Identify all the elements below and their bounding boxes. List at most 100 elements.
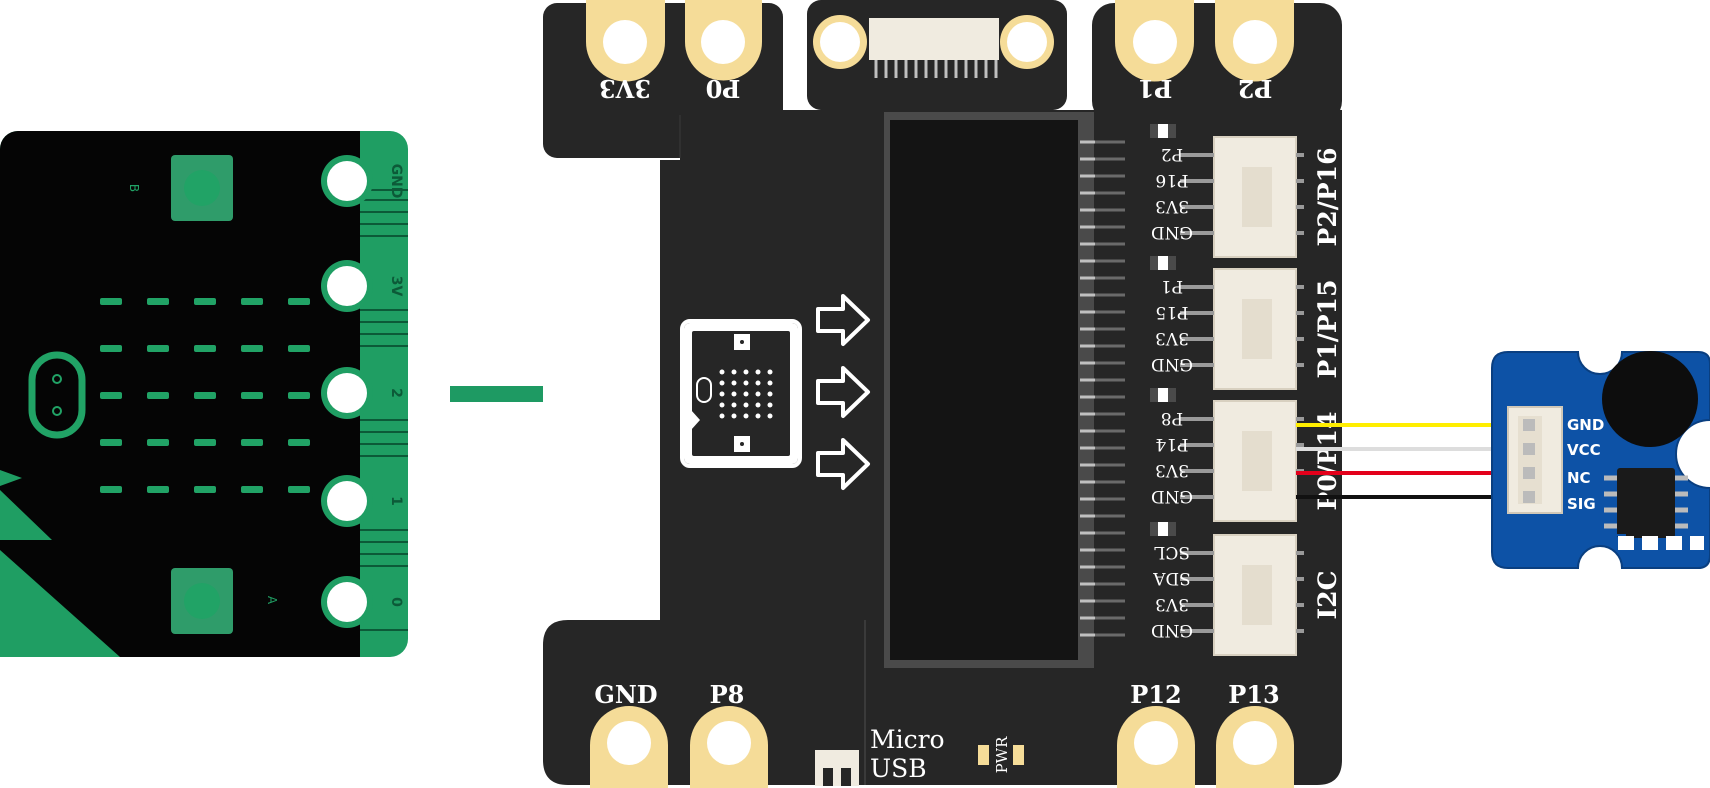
icon-led xyxy=(767,391,773,397)
outline-arrows xyxy=(816,294,870,490)
icon-led xyxy=(731,391,737,397)
pin-label-p0-top: P0 xyxy=(706,74,741,103)
led xyxy=(288,439,310,446)
icon-led xyxy=(731,413,737,419)
led xyxy=(147,486,169,493)
module-pin-vcc: VCC xyxy=(1567,441,1601,459)
pin-label-p1-top: P1 xyxy=(1138,74,1173,103)
ic-chip xyxy=(1617,468,1675,538)
icon-led xyxy=(731,380,737,386)
connector-marker-dot xyxy=(1158,256,1168,270)
led xyxy=(147,392,169,399)
led xyxy=(288,486,310,493)
led xyxy=(194,392,216,399)
grove-pin-label: SCL xyxy=(1154,542,1190,562)
led-matrix xyxy=(100,298,310,493)
led xyxy=(241,345,263,352)
grove-pin-label: P15 xyxy=(1155,302,1188,322)
led xyxy=(241,298,263,305)
led xyxy=(100,439,122,446)
edge-label-2: 2 xyxy=(388,388,404,398)
module-pin-sig: SIG xyxy=(1567,495,1596,513)
socket-key xyxy=(1242,565,1272,625)
module-pin-nc: NC xyxy=(1567,469,1591,487)
icon-led xyxy=(719,369,725,375)
grove-connector-title: P2/P16 xyxy=(1313,148,1342,247)
led xyxy=(241,486,263,493)
micro-usb-port xyxy=(815,750,859,786)
fpc-connector xyxy=(813,15,1054,78)
icon-led xyxy=(755,391,761,397)
socket-key xyxy=(1242,167,1272,227)
bottom-pads xyxy=(590,706,1294,788)
icon-led xyxy=(743,402,749,408)
grove-pin-label: 3V3 xyxy=(1155,328,1189,348)
microbit-outline-icon xyxy=(680,319,802,468)
led xyxy=(288,298,310,305)
connector-marker-dot xyxy=(1158,124,1168,138)
connector-marker-dot xyxy=(1158,388,1168,402)
connector-marker-dot xyxy=(1158,522,1168,536)
grove-pin-label: P1 xyxy=(1161,276,1183,296)
pwr-label: PWR xyxy=(993,736,1011,774)
microbit-logo xyxy=(28,351,86,439)
grove-pin-label: P8 xyxy=(1161,408,1183,428)
led xyxy=(241,392,263,399)
icon-led xyxy=(767,413,773,419)
grove-socket xyxy=(1213,136,1297,258)
led xyxy=(288,345,310,352)
icon-led xyxy=(743,380,749,386)
socket-key xyxy=(1242,431,1272,491)
icon-led xyxy=(743,391,749,397)
edge-label-0: 0 xyxy=(388,597,404,607)
button-b-label: B xyxy=(127,184,141,192)
sensor-module: GND VCC NC SIG xyxy=(1491,336,1710,580)
pin-label-p2-top: P2 xyxy=(1238,74,1273,103)
edge-label-3v: 3V xyxy=(388,276,404,297)
led xyxy=(241,439,263,446)
icon-led xyxy=(743,369,749,375)
module-pin-gnd: GND xyxy=(1567,416,1604,434)
icon-led xyxy=(731,402,737,408)
led xyxy=(194,345,216,352)
pin-label-p13-bottom: P13 xyxy=(1228,680,1279,709)
led xyxy=(194,439,216,446)
button-a xyxy=(171,568,233,634)
grove-connector-title: P0/P14 xyxy=(1313,412,1342,511)
led xyxy=(194,486,216,493)
usb-label-line2: USB xyxy=(870,754,927,783)
icon-led xyxy=(719,380,725,386)
grove-pin-label: 3V3 xyxy=(1155,594,1189,614)
pin-label-p8-bottom: P8 xyxy=(710,680,745,709)
icon-led xyxy=(755,380,761,386)
edge-label-1: 1 xyxy=(388,496,404,506)
icon-led xyxy=(755,413,761,419)
led xyxy=(147,298,169,305)
icon-led xyxy=(719,391,725,397)
microbit-board: GND 3V 2 1 0 B A xyxy=(0,131,408,657)
pin-label-p12-bottom: P12 xyxy=(1130,680,1181,709)
icon-led xyxy=(767,402,773,408)
icon-led xyxy=(743,413,749,419)
slot-pins xyxy=(1080,140,1125,637)
usb-label-line1: Micro xyxy=(870,725,945,754)
led xyxy=(100,298,122,305)
led xyxy=(147,439,169,446)
socket-key xyxy=(1242,299,1272,359)
button-a-label: A xyxy=(265,596,279,605)
icon-led xyxy=(719,402,725,408)
led xyxy=(194,298,216,305)
icon-led xyxy=(719,413,725,419)
grove-pin-label: 3V3 xyxy=(1155,196,1189,216)
grove-pin-label: GND xyxy=(1151,354,1193,374)
pin-label-gnd-bottom: GND xyxy=(594,680,657,709)
grove-pin-label: 3V3 xyxy=(1155,460,1189,480)
icon-led xyxy=(755,369,761,375)
